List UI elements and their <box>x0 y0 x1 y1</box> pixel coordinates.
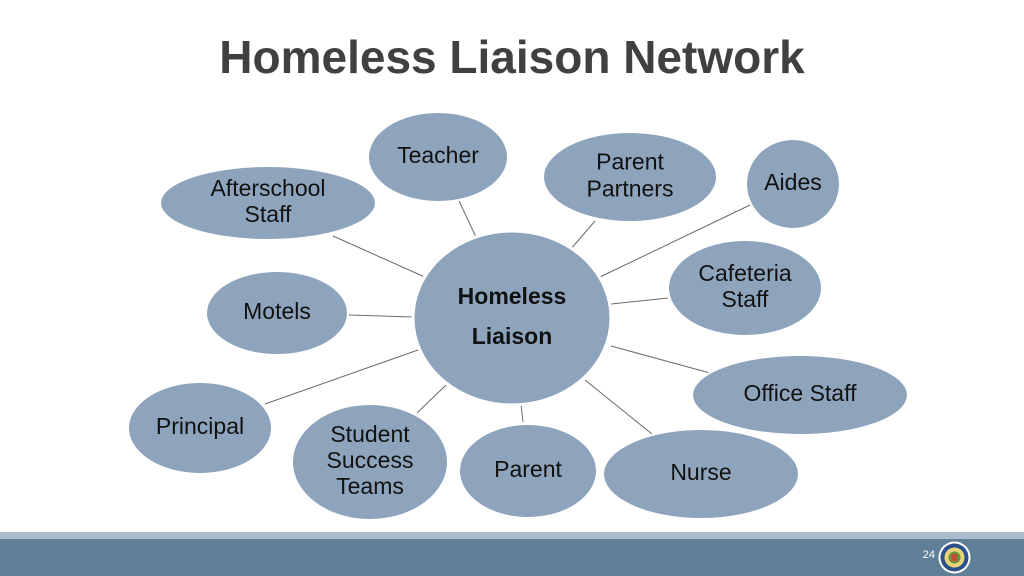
node-student-success-teams <box>291 403 449 521</box>
slide-title: Homeless Liaison Network <box>219 31 805 83</box>
node-student-success-teams-label: Success <box>327 447 414 473</box>
footer-accent-bar <box>0 532 1024 539</box>
footer-bar <box>0 539 1024 576</box>
node-student-success-teams-label: Teams <box>336 473 404 499</box>
node-nurse <box>602 428 800 520</box>
center-node-label: Homeless <box>458 283 567 309</box>
node-parent-label: Parent <box>494 456 562 482</box>
edge-aides <box>599 204 751 278</box>
edge-parent <box>520 404 524 423</box>
edge-principal <box>264 349 419 405</box>
edge-parent-partners <box>569 220 596 251</box>
node-principal <box>127 381 273 475</box>
edge-student-success-teams <box>416 384 447 414</box>
node-office-staff <box>691 354 909 436</box>
node-cafeteria-staff <box>667 239 823 337</box>
node-parent-partners-label: Parent <box>596 149 664 175</box>
node-teacher <box>367 111 509 203</box>
edge-office-staff <box>610 345 711 374</box>
node-cafeteria-staff-label: Cafeteria <box>698 260 792 286</box>
node-parent-partners <box>542 131 718 223</box>
node-principal-label: Principal <box>156 413 244 439</box>
node-afterschool-staff-label: Staff <box>245 201 292 227</box>
edge-afterschool-staff <box>332 235 428 279</box>
edge-teacher <box>458 200 477 238</box>
node-student-success-teams-label: Student <box>330 421 410 447</box>
node-nurse-label: Nurse <box>670 459 731 485</box>
node-teacher-label: Teacher <box>397 142 479 168</box>
node-office-staff-label: Office Staff <box>744 380 858 406</box>
center-node-homeless-liaison <box>411 229 613 407</box>
edge-cafeteria-staff <box>610 297 669 305</box>
node-parent-partners-label: Partners <box>587 176 674 202</box>
node-afterschool-staff <box>159 165 377 241</box>
node-parent <box>458 423 598 519</box>
edges <box>264 200 751 435</box>
node-cafeteria-staff-label: Staff <box>722 286 769 312</box>
node-motels-label: Motels <box>243 298 311 324</box>
node-aides-label: Aides <box>764 169 822 195</box>
edge-motels <box>347 314 414 318</box>
center-node-label: Liaison <box>472 323 553 349</box>
page-number: 24 <box>922 549 935 561</box>
edge-nurse <box>584 379 653 435</box>
node-afterschool-staff-label: Afterschool <box>210 175 325 201</box>
seal-logo-icon <box>938 541 971 574</box>
node-aides <box>745 138 841 230</box>
node-motels <box>205 270 349 356</box>
